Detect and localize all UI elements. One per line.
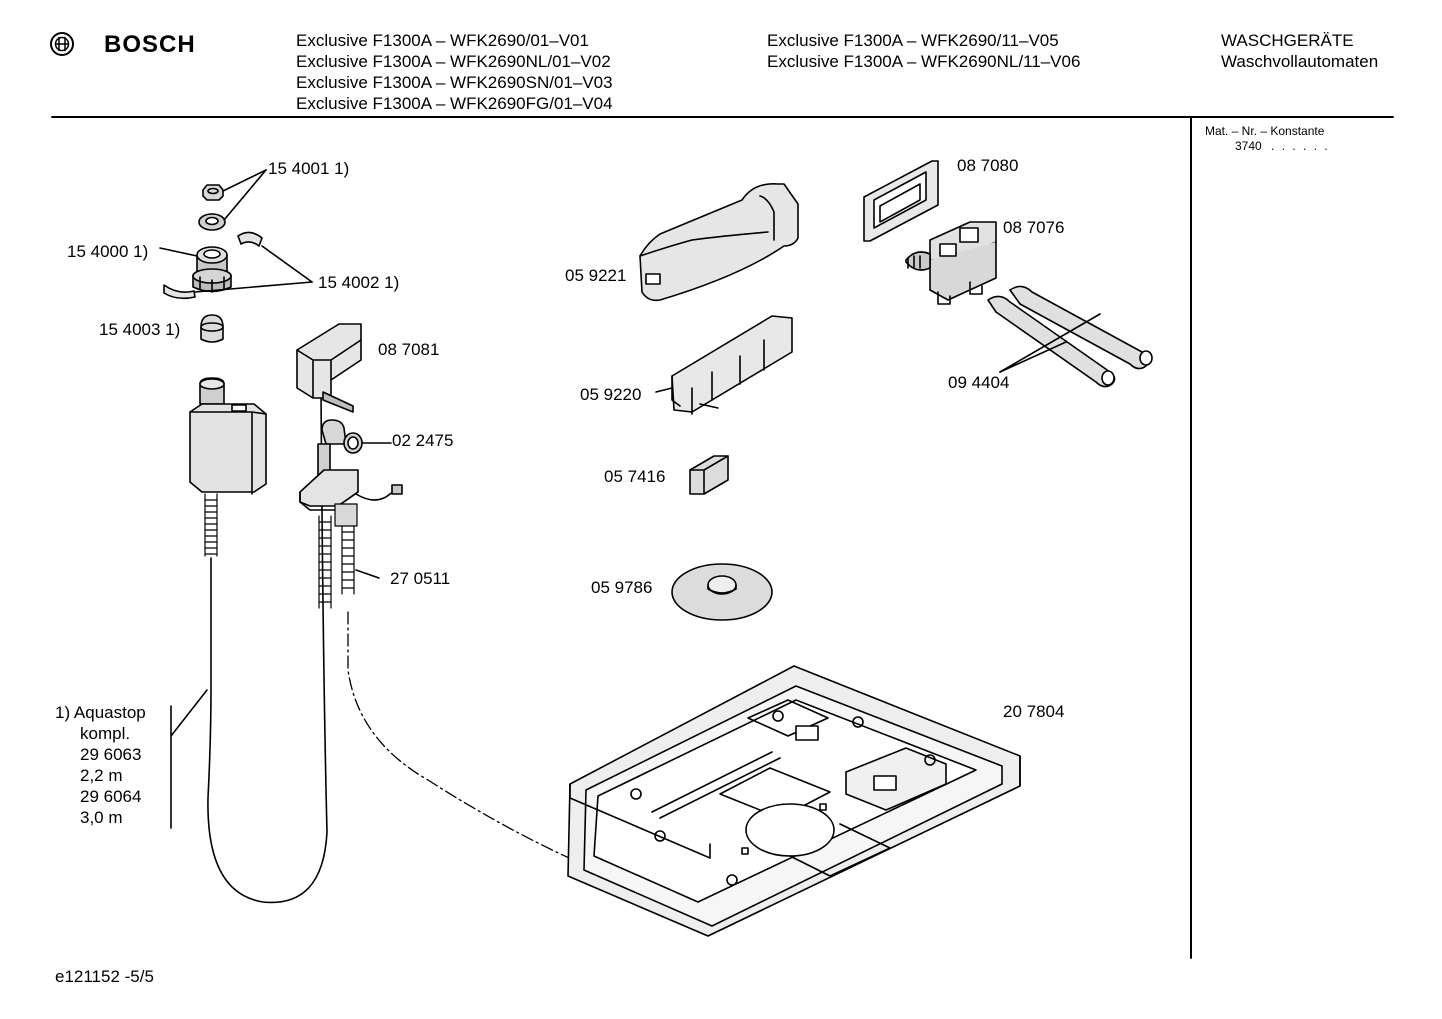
cap-154003-icon: [200, 314, 224, 343]
base-plate-207804-icon: [567, 665, 1021, 937]
label-087081: 08 7081: [378, 340, 440, 359]
model-list-secondary: Exclusive F1300A – WFK2690/11–V05 Exclus…: [767, 30, 1080, 72]
connector-057416-icon: [689, 455, 729, 495]
model-line: Exclusive F1300A – WFK2690/11–V05: [767, 31, 1059, 50]
note-line: kompl.: [80, 724, 131, 743]
fitting-154000-icon: [192, 246, 232, 293]
label-207804: 20 7804: [1003, 702, 1065, 721]
sidebar-value: 3740: [1235, 139, 1262, 153]
label-154003: 15 4003 1): [99, 320, 181, 339]
hose-elbow-icon: [299, 419, 359, 511]
sidebar-value-row: 3740 . . . . . .: [1235, 139, 1330, 154]
inlet-valve-087076-icon: [905, 221, 997, 305]
disc-059786-icon: [671, 563, 773, 621]
clip-upper-154002-icon: [237, 231, 263, 247]
bracket-087080-icon: [863, 160, 939, 242]
aquastop-valve-icon: [189, 377, 267, 495]
label-087076: 08 7076: [1003, 218, 1065, 237]
cover-087081-icon: [296, 323, 362, 413]
note-line: 29 6063: [80, 745, 142, 764]
hose-094404-icon: [987, 285, 1153, 388]
label-154002: 15 4002 1): [318, 273, 400, 292]
category-subtitle: Waschvollautomaten: [1221, 52, 1379, 71]
cover-059221-icon: [639, 183, 799, 302]
bosch-logo-icon: [50, 32, 74, 56]
brand-name: BOSCH: [104, 31, 196, 58]
label-059221: 05 9221: [565, 266, 627, 285]
sidebar-dots: . . . . . .: [1271, 139, 1330, 153]
nut-154001-icon: [202, 184, 224, 201]
label-154001: 15 4001 1): [268, 159, 350, 178]
bracket-059220-icon: [655, 315, 793, 415]
note-line: 1) Aquastop: [55, 703, 146, 722]
model-list-primary: Exclusive F1300A – WFK2690/01–V01 Exclus…: [296, 30, 613, 114]
label-022475: 02 2475: [392, 431, 454, 450]
note-line: 2,2 m: [80, 766, 123, 785]
aquastop-corrugated-hose-icon: [204, 493, 218, 557]
aquastop-note: 1) Aquastop kompl. 29 6063 2,2 m 29 6064…: [55, 702, 146, 828]
label-094404: 09 4404: [948, 373, 1010, 392]
label-154000: 15 4000 1): [67, 242, 149, 261]
category-title: WASCHGERÄTE: [1221, 31, 1354, 50]
corrugated-hose-270511-icon: [318, 503, 358, 609]
label-057416: 05 7416: [604, 467, 666, 486]
sidebar-title: Mat. – Nr. – Konstante: [1205, 124, 1325, 138]
aquastop-hose-line: [207, 391, 328, 904]
model-line: Exclusive F1300A – WFK2690/01–V01: [296, 31, 589, 50]
clip-lower-154002-icon: [163, 284, 196, 300]
model-line: Exclusive F1300A – WFK2690NL/01–V02: [296, 52, 611, 71]
label-059220: 05 9220: [580, 385, 642, 404]
model-line: Exclusive F1300A – WFK2690SN/01–V03: [296, 73, 613, 92]
note-line: 3,0 m: [80, 808, 123, 827]
washer-022475-icon: [343, 432, 363, 454]
label-059786: 05 9786: [591, 578, 653, 597]
note-line: 29 6064: [80, 787, 142, 806]
model-line: Exclusive F1300A – WFK2690FG/01–V04: [296, 94, 613, 113]
cable-connector-icon: [355, 484, 403, 501]
category: WASCHGERÄTE Waschvollautomaten: [1221, 30, 1378, 72]
label-087080: 08 7080: [957, 156, 1019, 175]
document-id: e121152 -5/5: [55, 967, 154, 986]
label-270511: 27 0511: [390, 569, 451, 588]
washer-154001-icon: [198, 213, 226, 231]
model-line: Exclusive F1300A – WFK2690NL/11–V06: [767, 52, 1081, 71]
